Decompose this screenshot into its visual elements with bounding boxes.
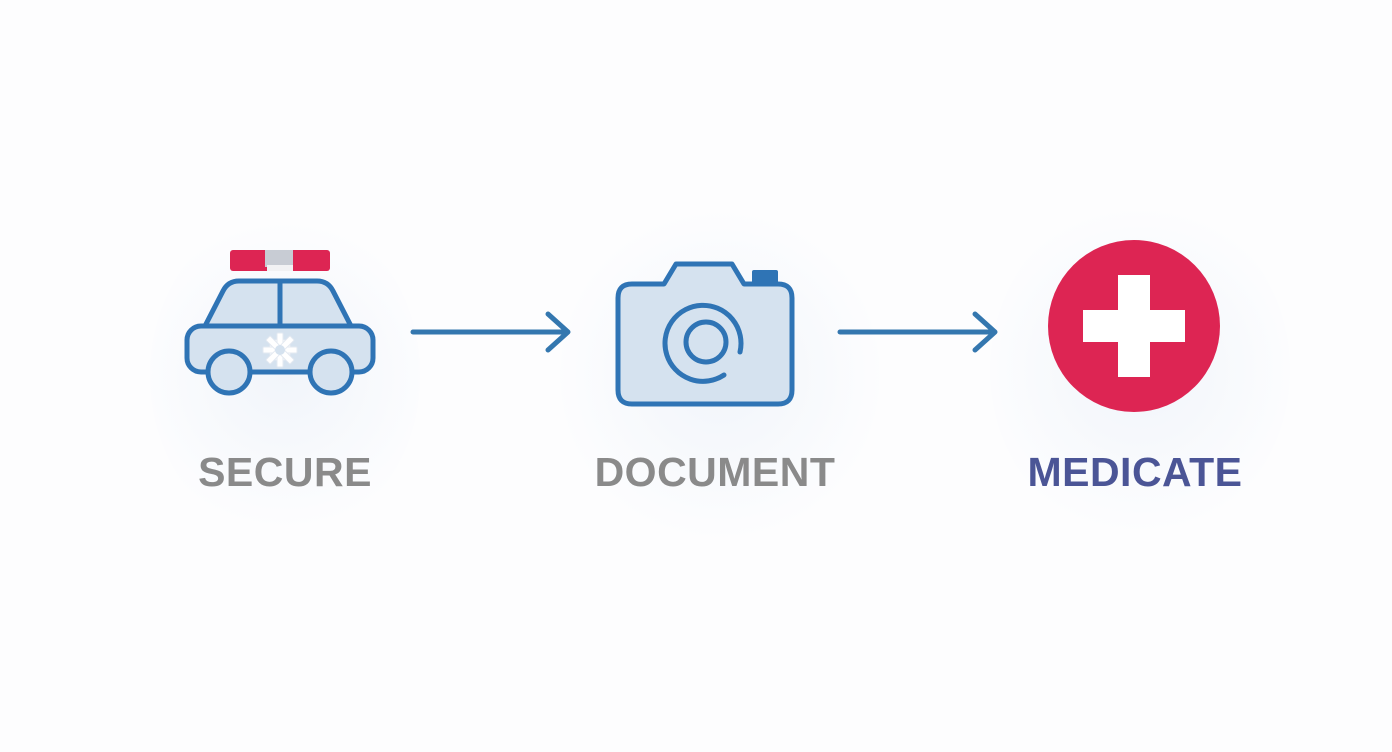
step-label-document: DOCUMENT bbox=[594, 449, 836, 495]
camera-icon bbox=[614, 257, 797, 408]
step-label-medicate: MEDICATE bbox=[1027, 449, 1243, 495]
medical-cross-icon bbox=[1046, 238, 1222, 414]
police-car-icon bbox=[183, 246, 377, 400]
arrow-right-icon bbox=[410, 310, 575, 354]
step-label-secure: SECURE bbox=[198, 449, 372, 495]
arrow-right-icon bbox=[837, 310, 1002, 354]
